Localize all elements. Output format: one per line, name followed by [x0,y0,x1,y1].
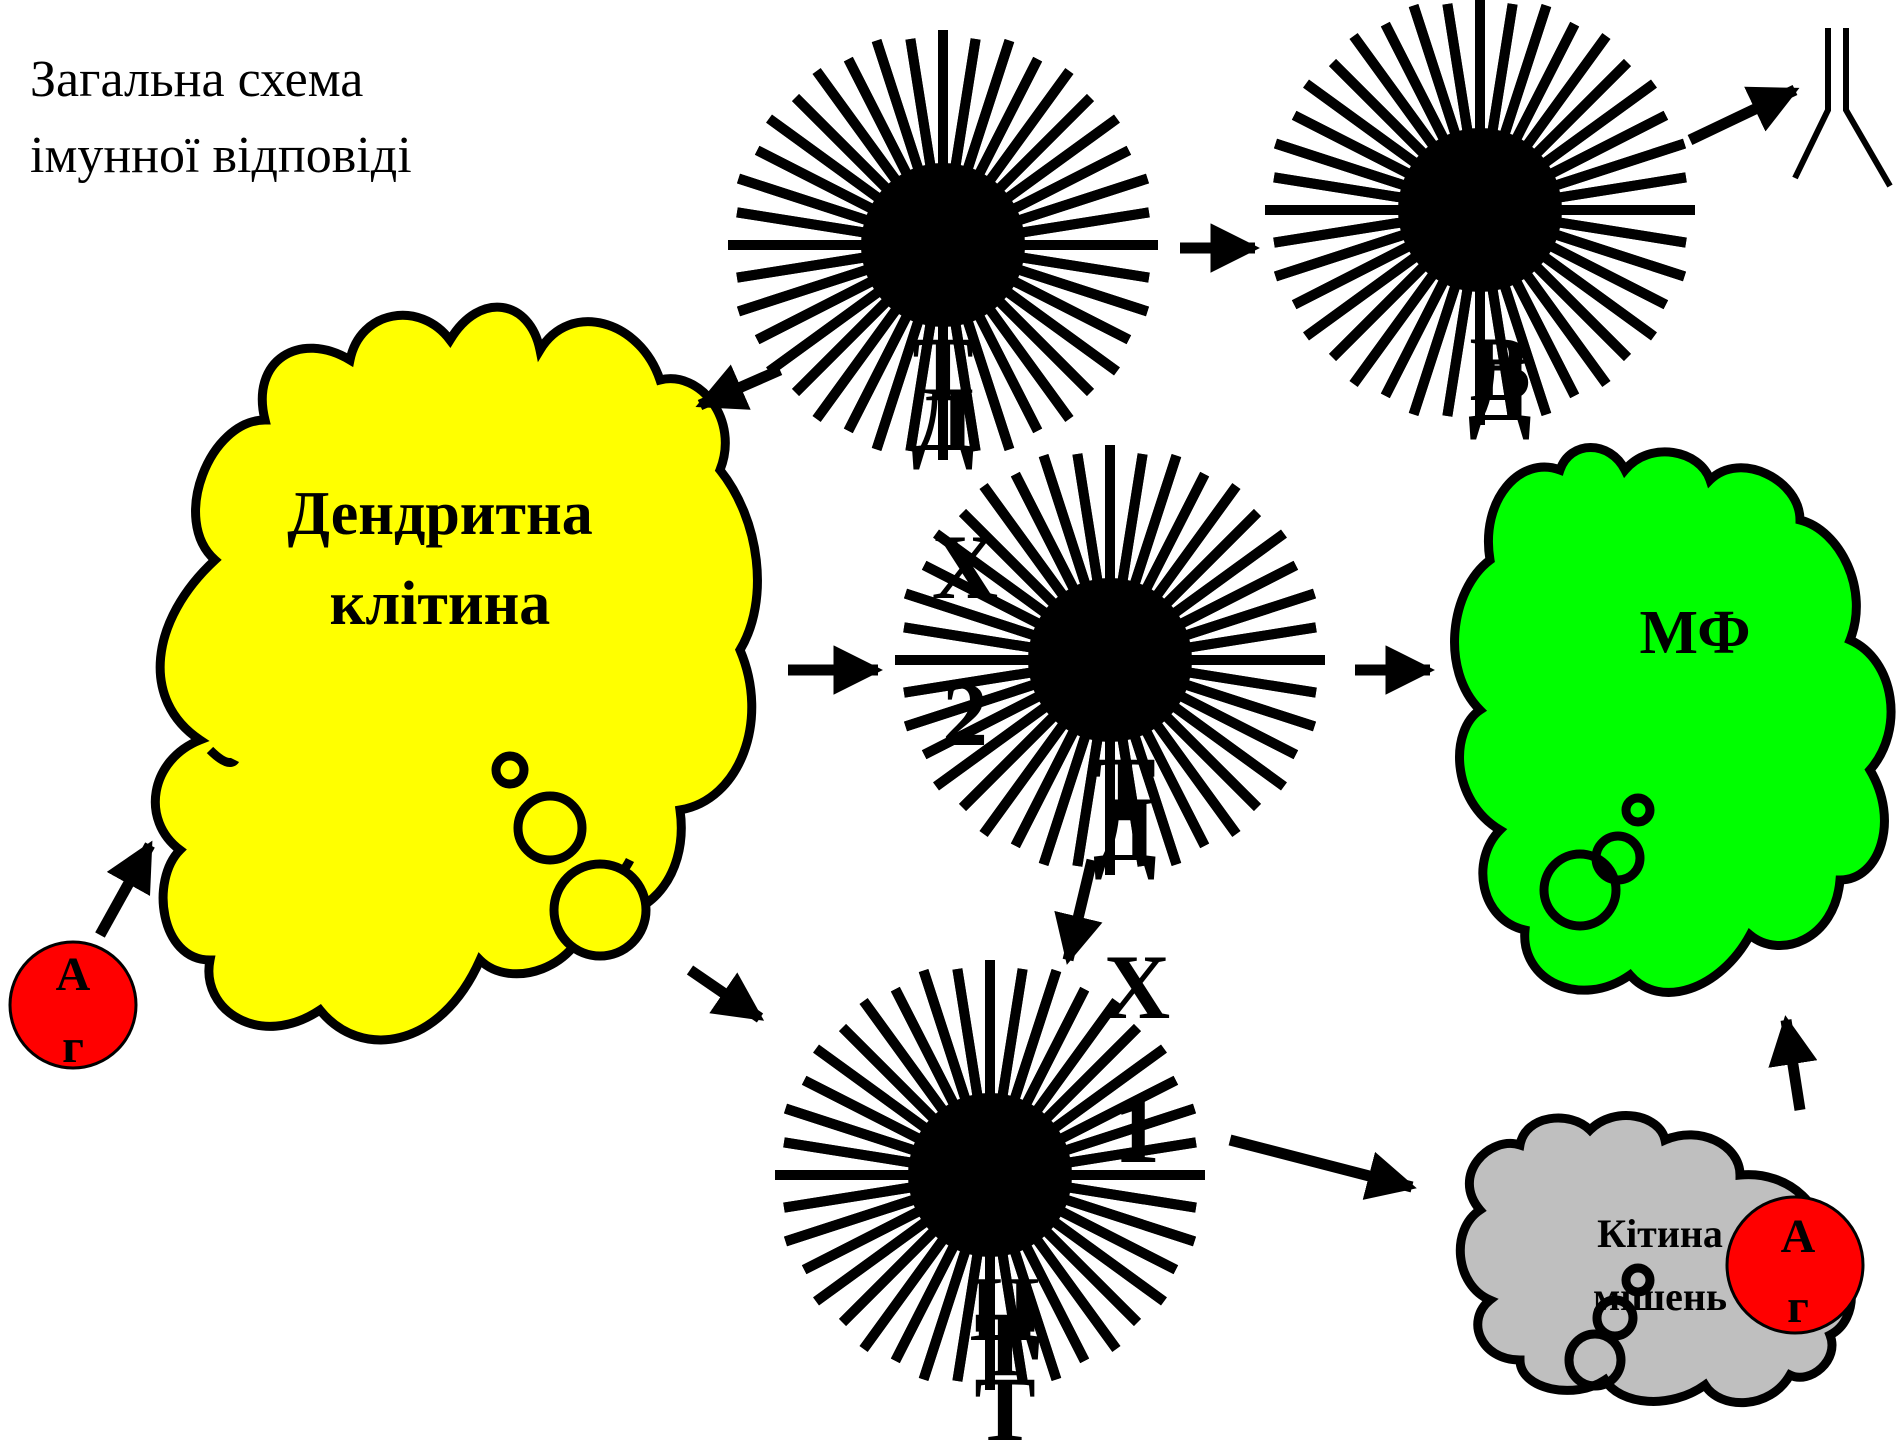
antigen-right-label-2: г [1787,1280,1809,1333]
title-line-2: імунної відповіді [30,127,412,184]
antibody-icon [1795,28,1890,186]
dendritic-cell [155,307,757,1040]
antigen-right-label-1: А [1781,1210,1816,1263]
th1-label-2: 1 [1114,1080,1160,1182]
th2-label-2: 2 [942,663,988,765]
target-cell-label-1: Кітина [1597,1211,1723,1256]
antigen-left-label-2: г [62,1020,84,1073]
antigen-left: А г [10,942,136,1073]
arrow-ag-to-dc [100,845,150,935]
starburst-core [908,1093,1072,1257]
starburst-cell-th2: Х 2 Т Д [895,445,1325,880]
title-line-1: Загальна схема [30,51,363,108]
arrow-dc-to-ctl [690,970,760,1018]
th2-label-1: Х [932,516,998,618]
macrophage-body [1455,448,1892,993]
th1-label-1: Х [1104,936,1170,1038]
arrow-target-to-mf [1786,1020,1800,1110]
diagram-title: Загальна схема імунної відповіді [30,51,412,184]
ctl-label-3: Т [974,1358,1035,1440]
arrow-th-to-dc [700,370,780,405]
vesicle-large [554,864,646,956]
starburst-core [861,163,1025,327]
macrophage-label: МФ [1640,599,1751,667]
macrophage [1455,448,1892,993]
b-label-2: Д [1468,338,1531,440]
dendritic-cell-label-2: клітина [330,570,551,638]
starburst-cell-th: Т Д [728,30,1158,470]
th2-label-4: Д [1093,778,1156,880]
th-label-2: Д [911,368,974,470]
starburst-cell-b: В Д [1265,0,1695,440]
dendritic-cell-label-1: Дендритна [287,480,592,548]
arrow-ctl-to-target [1230,1140,1412,1187]
arrow-b-to-antibody [1690,90,1795,140]
antigen-left-label-1: А [56,948,91,1001]
starburst-core [1398,128,1562,292]
dendritic-cell-body [155,307,757,1040]
arrow-th2-to-ctl [1068,860,1092,960]
antigen-right: А г [1727,1197,1863,1333]
starburst-core [1028,578,1192,742]
